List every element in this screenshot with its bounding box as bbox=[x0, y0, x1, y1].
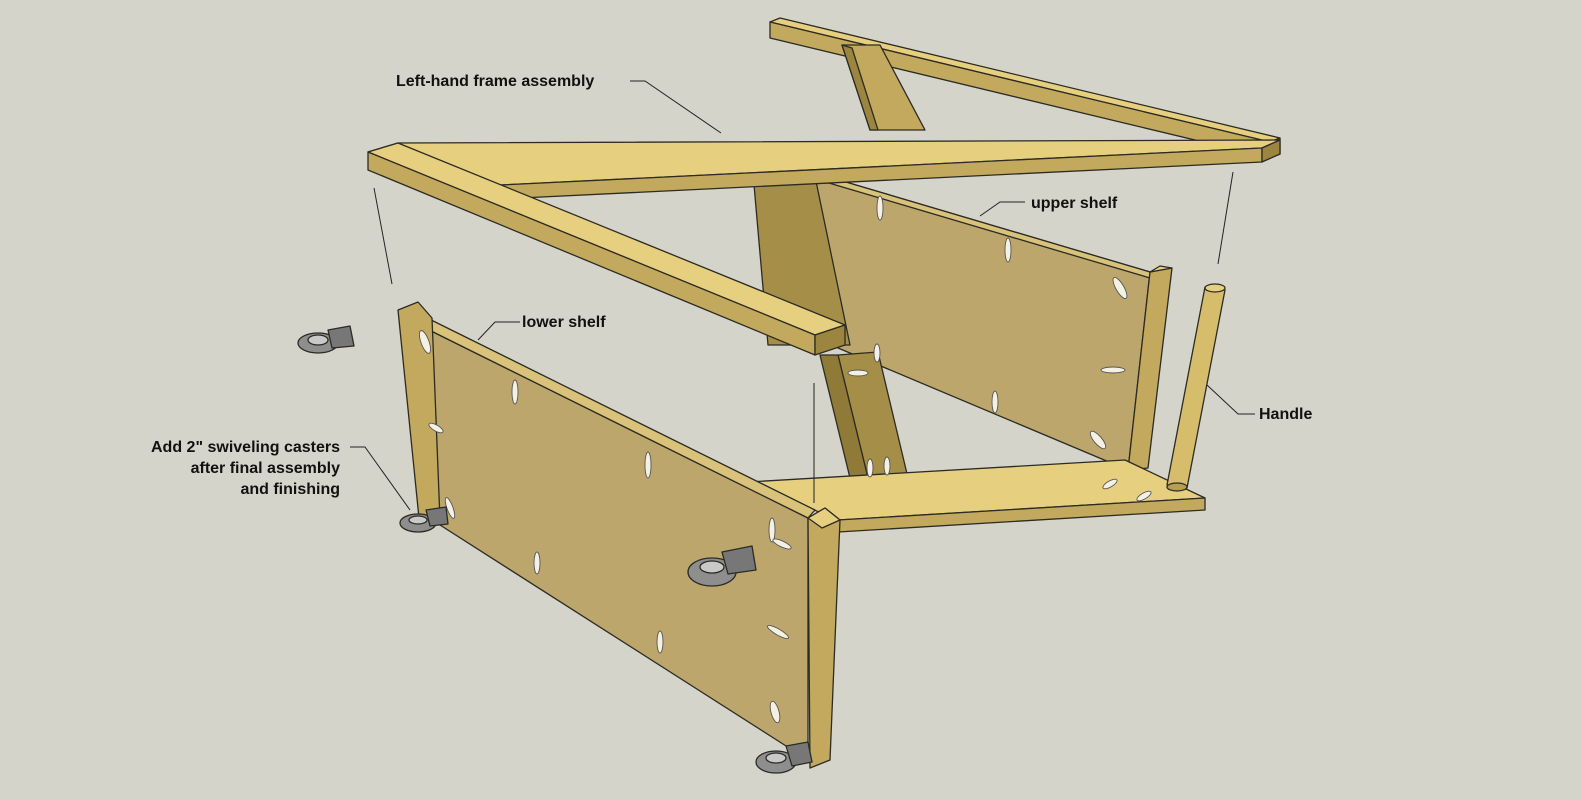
pocket-holes bbox=[418, 195, 1152, 724]
caster-bottom bbox=[755, 741, 813, 774]
lower-shelf bbox=[397, 301, 841, 769]
label-casters-line-2: after final assembly bbox=[190, 460, 340, 477]
label-casters: Add 2" swiveling casters after final ass… bbox=[120, 437, 340, 500]
handle-dowel bbox=[1166, 283, 1226, 492]
caster-middle bbox=[687, 545, 757, 587]
back-diagonal-leg bbox=[841, 44, 926, 131]
label-lower-shelf: lower shelf bbox=[522, 314, 606, 331]
upper-shelf bbox=[811, 171, 1173, 471]
label-upper-shelf: upper shelf bbox=[1031, 195, 1118, 212]
caster-left bbox=[399, 506, 449, 533]
label-handle: Handle bbox=[1259, 406, 1313, 423]
guide-lines bbox=[373, 171, 1234, 503]
back-rail bbox=[769, 17, 1281, 159]
side-rail bbox=[367, 142, 846, 356]
leader-lines bbox=[350, 80, 1255, 511]
label-left-hand-frame: Left-hand frame assembly bbox=[396, 73, 595, 90]
caster-top-left bbox=[297, 325, 355, 354]
label-casters-line-1: Add 2" swiveling casters bbox=[151, 439, 340, 456]
label-casters-line-3: and finishing bbox=[240, 481, 340, 498]
